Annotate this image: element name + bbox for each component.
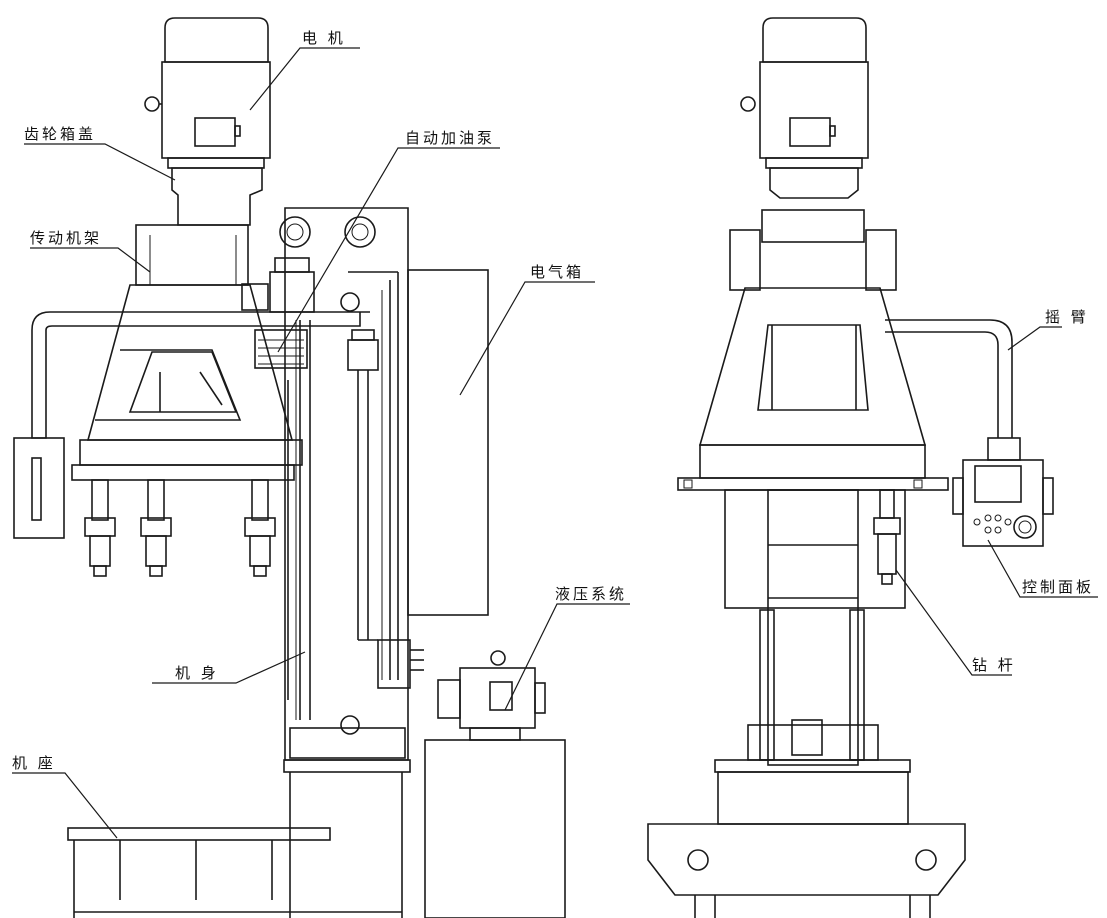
leader-hydraulic-system [504, 603, 630, 711]
right-control-panel [952, 459, 1054, 547]
label-body: 机 身 [175, 664, 219, 682]
leader-lines [12, 47, 1098, 839]
left-motor [144, 17, 271, 169]
left-spindle-3 [244, 479, 276, 577]
leader-rocker-arm [1007, 326, 1062, 351]
leader-motor [249, 47, 360, 111]
leader-control-panel [987, 539, 1098, 598]
right-drill-rod [873, 489, 901, 585]
leader-oil-pump [277, 147, 500, 353]
left-gearbox-cover [171, 167, 263, 226]
right-swing-arm [885, 319, 1021, 461]
left-base [67, 772, 403, 918]
left-spindle-1 [84, 479, 116, 577]
label-rocker-arm: 摇 臂 [1045, 308, 1089, 326]
leader-electrical-box [459, 281, 595, 396]
label-electrical-box: 电气箱 [530, 263, 585, 281]
right-view [647, 17, 1054, 918]
label-hydraulic-system: 液压系统 [555, 585, 628, 603]
leader-base [12, 772, 118, 839]
label-motor: 电 机 [302, 29, 346, 47]
label-transmission-frame: 传动机架 [30, 229, 103, 247]
right-motor [740, 17, 869, 199]
label-control-panel: 控制面板 [1022, 578, 1095, 596]
left-valve-block [358, 639, 424, 689]
left-cylinder [347, 329, 379, 640]
left-electrical-box [407, 269, 489, 616]
leader-gearbox-cover [24, 143, 176, 181]
left-spindle-2 [140, 479, 172, 577]
left-column-body [279, 207, 411, 773]
right-column-body [714, 489, 911, 825]
left-transmission-frame [71, 224, 303, 481]
right-base [647, 823, 966, 918]
label-gearbox-cover: 齿轮箱盖 [24, 125, 97, 143]
leader-body [152, 651, 306, 684]
leader-drill-rod [895, 569, 1012, 676]
label-drill-rod: 钻 杆 [972, 656, 1016, 674]
label-base: 机 座 [12, 754, 56, 772]
left-swing-arm [13, 311, 370, 539]
right-frame [677, 209, 949, 491]
label-oil-pump: 自动加油泵 [405, 129, 496, 147]
left-view [13, 17, 566, 918]
leader-transmission-frame [30, 247, 151, 273]
left-hydraulic-unit [424, 650, 566, 918]
